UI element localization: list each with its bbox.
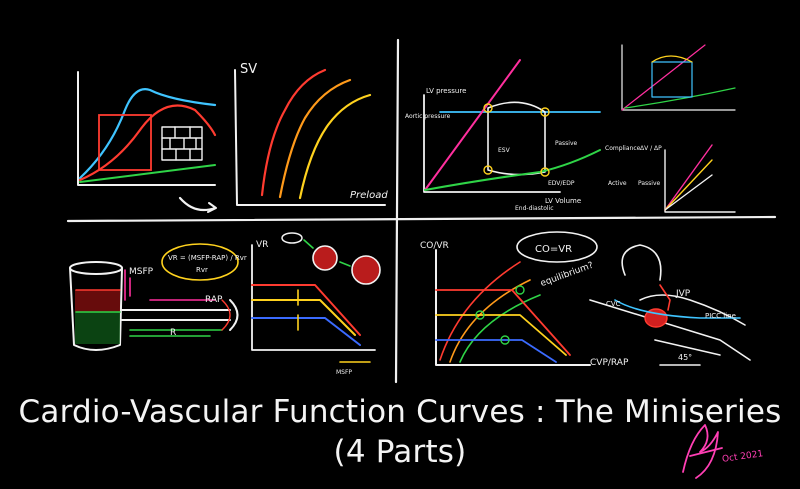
panel-top-right: LV pressure Aortic pressure LV Volume En… [405, 44, 736, 213]
quadrant-dividers [66, 38, 777, 384]
angle-label: 45° [678, 353, 692, 362]
rvr-label: Rvr [196, 266, 208, 274]
aortic-pressure-label: Aortic pressure [405, 113, 451, 120]
compliance-formula: ΔV / ΔP [640, 145, 662, 152]
co-equals-vr-bubble: CO=VR [535, 244, 572, 255]
passive-label: Passive [555, 140, 577, 147]
end-diastolic-label: End-diastolic [515, 205, 554, 212]
cvp-rap-axis-label: CVP/RAP [590, 358, 629, 368]
signature-scribble [682, 424, 723, 479]
jvp-label: JVP [675, 289, 691, 299]
active-label: Active [608, 180, 627, 187]
co-vr-axis-label: CO/VR [420, 241, 449, 251]
msfp-axis-label: MSFP [336, 369, 352, 376]
msfp-label: MSFP [129, 267, 154, 277]
equilibrium-label: equilibrium? [539, 261, 595, 289]
lv-pressure-label: LV pressure [426, 87, 466, 95]
panel-bottom-right: CO/VR CVP/RAP CO=VR equilibrium? JVP CVC… [420, 231, 751, 368]
panel-top-left: SV Preload [77, 62, 388, 213]
page-title: Cardio-Vascular Function Curves : The Mi… [0, 392, 800, 472]
compliance-label: Compliance [605, 145, 641, 152]
lv-volume-label: LV Volume [545, 197, 581, 205]
panel-bottom-left: MSFP RAP R VR = (MSFP-RAP) / Rvr Rvr VR … [69, 232, 381, 376]
title-line-1: Cardio-Vascular Function Curves : The Mi… [18, 394, 782, 430]
passive-mini-label: Passive [638, 180, 660, 187]
vr-formula: VR = (MSFP-RAP) / Rvr [168, 254, 247, 262]
title-line-2: (4 Parts) [333, 434, 467, 470]
vr-axis-label: VR [256, 240, 268, 250]
cvc-label: CVC [606, 300, 621, 308]
rap-label: RAP [205, 295, 223, 305]
edv-label: EDV/EDP [548, 180, 575, 187]
picc-label: PICC line [705, 312, 736, 320]
sv-axis-label: SV [240, 62, 257, 77]
esv-label: ESV [498, 147, 511, 154]
preload-axis-label: Preload [350, 190, 388, 201]
r-label: R [170, 328, 176, 338]
